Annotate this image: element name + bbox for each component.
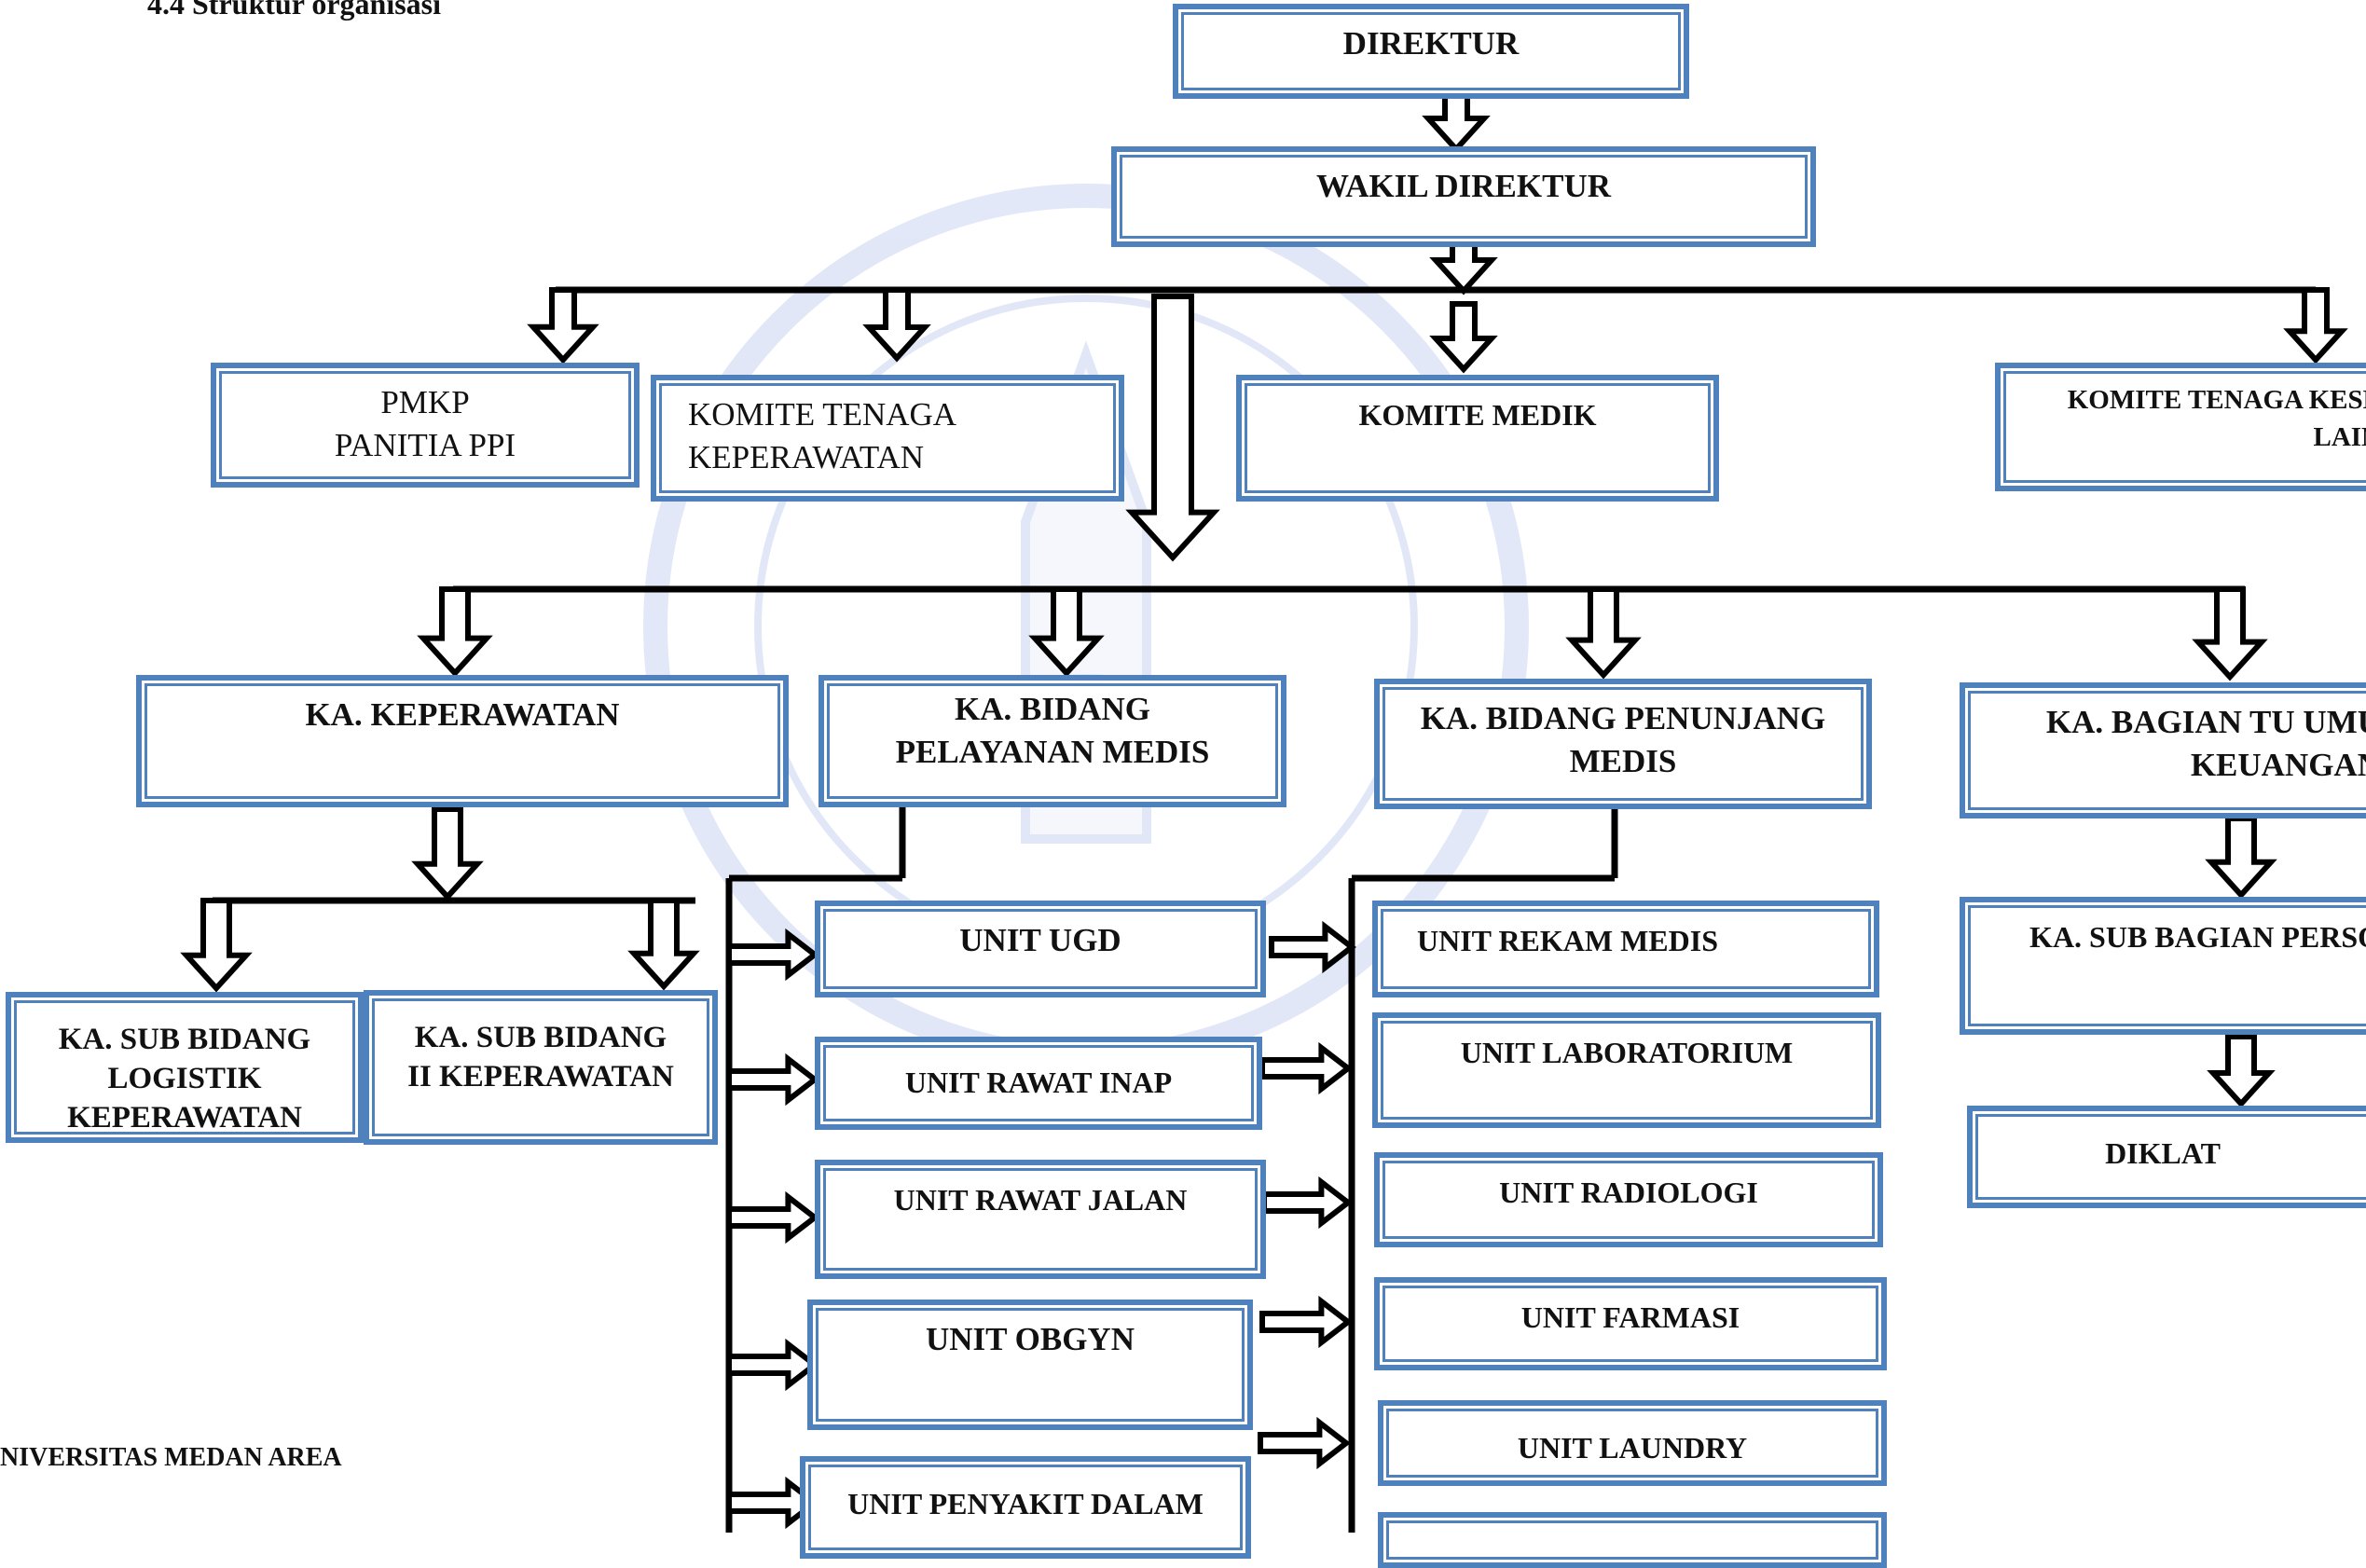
arrow-to-sub-logistik — [180, 898, 253, 993]
komite-tenaga-kep-label-2: KEPERAWATAN — [688, 439, 924, 475]
ka-tu-label-1: KA. BAGIAN TU UMU — [2045, 704, 2366, 740]
unit-radiologi-label-1: UNIT RADIOLOGI — [1499, 1176, 1758, 1209]
komite-tenaga-kes-label-2: LAIN — [2313, 422, 2366, 452]
box-ka-pelayanan-medis: KA. BIDANG PELAYANAN MEDIS — [818, 675, 1286, 807]
box-sub-keperawatan: KA. SUB BIDANG II KEPERAWATAN — [364, 990, 718, 1145]
box-sub-logistik: KA. SUB BIDANG LOGISTIK KEPERAWATAN — [6, 992, 364, 1143]
arrow-keperawatan-down — [411, 806, 484, 901]
arrow-to-komite-kep — [862, 287, 931, 363]
box-unit-rawat-jalan: UNIT RAWAT JALAN — [815, 1160, 1266, 1279]
arrow-central — [1125, 294, 1220, 562]
sub-logistik-label-1: KA. SUB BIDANG — [58, 1023, 311, 1056]
unit-laundry-label-1: UNIT LAUNDRY — [1517, 1431, 1748, 1465]
sub-personalia-label-1: KA. SUB BAGIAN PERSO — [2029, 920, 2366, 954]
box-direktur: DIREKTUR — [1173, 4, 1689, 99]
box-unit-obgyn: UNIT OBGYN — [807, 1300, 1253, 1430]
box-komite-tenaga-kesehatan: KOMITE TENAGA KESE LAIN — [1995, 363, 2366, 491]
arrow-to-farmasi — [1259, 1295, 1353, 1349]
ka-penunjang-medis-label-1: KA. BIDANG PENUNJANG — [1420, 700, 1826, 736]
diklat-label-1: DIKLAT — [2105, 1136, 2221, 1170]
arrow-to-komite-kes — [2283, 287, 2348, 364]
arrow-to-laundry — [1258, 1416, 1351, 1470]
box-komite-tenaga-keperawatan: KOMITE TENAGA KEPERAWATAN — [651, 375, 1124, 502]
arrow-to-ka-pelayanan — [1028, 586, 1105, 678]
ka-pelayanan-medis-label-2: PELAYANAN MEDIS — [895, 734, 1210, 770]
arrow-to-sub-keperawatan — [627, 898, 700, 991]
sub-logistik-label-2: LOGISTIK — [107, 1062, 262, 1095]
sub-keperawatan-label-1: KA. SUB BIDANG — [414, 1021, 667, 1054]
arrow-to-komite-medik — [1429, 301, 1498, 374]
ka-keperawatan-label-1: KA. KEPERAWATAN — [305, 696, 620, 733]
unit-rawat-jalan-label-1: UNIT RAWAT JALAN — [893, 1183, 1188, 1217]
footer-university: NIVERSITAS MEDAN AREA — [0, 1443, 342, 1472]
box-unit-radiologi: UNIT RADIOLOGI — [1374, 1152, 1883, 1247]
arrow-to-rawat-inap — [726, 1052, 819, 1107]
komite-medik-label-1: KOMITE MEDIK — [1358, 398, 1597, 432]
box-unit-penyakit-dalam: UNIT PENYAKIT DALAM — [800, 1456, 1251, 1559]
unit-obgyn-label-1: UNIT OBGYN — [926, 1321, 1135, 1357]
box-unit-farmasi: UNIT FARMASI — [1374, 1277, 1887, 1370]
arrow-to-rawat-jalan — [726, 1190, 819, 1245]
arrow-tu-to-personalia — [2205, 816, 2277, 900]
arrow-to-radiologi — [1261, 1176, 1353, 1230]
box-unit-rekam-medis: UNIT REKAM MEDIS — [1372, 901, 1879, 997]
arrow-to-rekam-medis — [1269, 920, 1356, 974]
box-unit-rawat-inap: UNIT RAWAT INAP — [815, 1037, 1262, 1130]
arrow-personalia-to-diklat — [2207, 1034, 2276, 1108]
connector-lines — [180, 79, 2348, 1533]
komite-tenaga-kep-label-1: KOMITE TENAGA — [688, 396, 957, 433]
arrow-to-ka-tu — [2192, 586, 2268, 681]
box-ka-penunjang-medis: KA. BIDANG PENUNJANG MEDIS — [1374, 679, 1872, 809]
wakil-label-1: WAKIL DIREKTUR — [1315, 168, 1612, 204]
unit-rawat-inap-label-1: UNIT RAWAT INAP — [904, 1066, 1173, 1099]
pmkp-label-2: PANITIA PPI — [334, 427, 516, 463]
unit-farmasi-label-1: UNIT FARMASI — [1520, 1300, 1740, 1334]
box-unit-bottom-partial — [1378, 1512, 1887, 1568]
unit-rekam-medis-label-1: UNIT REKAM MEDIS — [1417, 924, 1718, 957]
box-sub-personalia: KA. SUB BAGIAN PERSO — [1960, 897, 2366, 1035]
box-ka-keperawatan: KA. KEPERAWATAN — [136, 675, 789, 807]
box-unit-ugd: UNIT UGD — [815, 901, 1266, 997]
ka-penunjang-medis-label-2: MEDIS — [1569, 743, 1677, 779]
arrow-to-ka-keperawatan — [417, 586, 493, 678]
pmkp-label-1: PMKP — [380, 384, 470, 420]
box-diklat: DIKLAT — [1967, 1106, 2366, 1208]
arrow-to-laboratorium — [1259, 1041, 1353, 1095]
sub-logistik-label-3: KEPERAWATAN — [67, 1101, 302, 1135]
box-wakil-direktur: WAKIL DIREKTUR — [1111, 146, 1816, 247]
box-unit-laboratorium: UNIT LABORATORIUM — [1372, 1012, 1881, 1128]
sub-keperawatan-label-2: II KEPERAWATAN — [407, 1060, 674, 1093]
ka-tu-label-2: KEUANGAN — [2190, 747, 2366, 783]
box-komite-medik: KOMITE MEDIK — [1236, 375, 1719, 502]
unit-ugd-label-1: UNIT UGD — [959, 922, 1121, 958]
ka-pelayanan-medis-label-1: KA. BIDANG — [954, 691, 1151, 727]
direktur-label-1: DIREKTUR — [1342, 25, 1520, 62]
box-ka-bagian-tu: KA. BAGIAN TU UMU KEUANGAN — [1960, 682, 2366, 818]
box-pmkp: PMKP PANITIA PPI — [211, 363, 640, 488]
unit-laboratorium-label-1: UNIT LABORATORIUM — [1460, 1036, 1794, 1069]
arrow-to-pmkp — [527, 287, 599, 364]
box-unit-laundry: UNIT LAUNDRY — [1378, 1400, 1887, 1486]
arrow-to-ka-penunjang — [1565, 586, 1642, 680]
komite-tenaga-kes-label-1: KOMITE TENAGA KESE — [2067, 385, 2366, 415]
arrow-to-ugd — [726, 928, 819, 982]
arrow-to-obgyn — [726, 1338, 819, 1392]
unit-penyakit-dalam-label-1: UNIT PENYAKIT DALAM — [847, 1487, 1204, 1520]
section-heading: 4.4 Struktur organisasi — [147, 0, 442, 21]
